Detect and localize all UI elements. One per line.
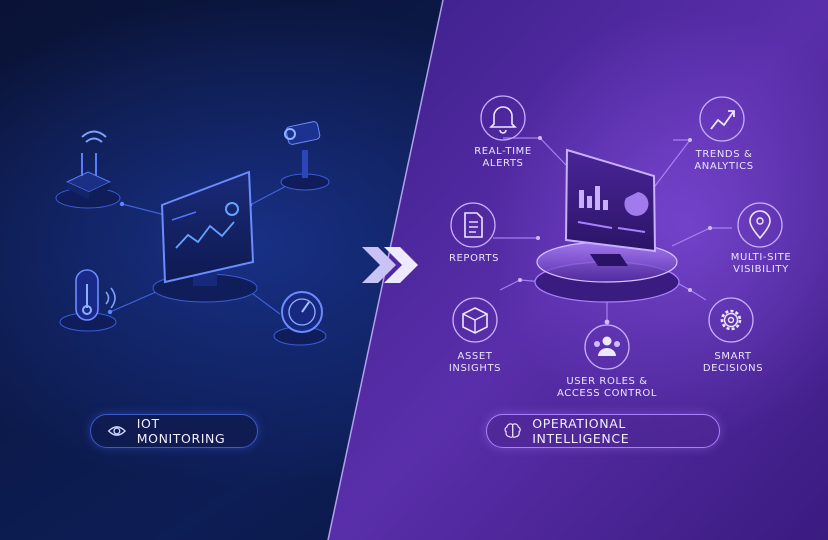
- feature-label-real-time-alerts: REAL-TIME ALERTS: [474, 146, 532, 169]
- feature-label-asset-insights: ASSET INSIGHTS: [448, 351, 502, 374]
- cube-icon: [452, 297, 498, 343]
- camera-icon: [280, 121, 330, 191]
- users-icon: [584, 324, 630, 370]
- trend-icon: [699, 96, 745, 142]
- feature-label-reports: REPORTS: [448, 253, 500, 264]
- gauge-icon: [273, 291, 327, 346]
- gear-icon: [708, 297, 754, 343]
- map-pin-icon: [737, 202, 783, 248]
- chevron-right-icon: [362, 247, 418, 283]
- brain-icon: [504, 423, 521, 438]
- feature-label-user-roles: USER ROLES & ACCESS CONTROL: [556, 376, 658, 399]
- feature-label-trends-analytics: TRENDS & ANALYTICS: [694, 149, 754, 172]
- iot-monitoring-label: IOT MONITORING: [136, 416, 226, 446]
- operational-intelligence-badge: OPERATIONAL INTELLIGENCE: [486, 414, 720, 448]
- dashboard-monitor-icon: [534, 148, 680, 303]
- monitor-icon: [152, 170, 258, 303]
- feature-label-smart-decisions: SMART DECISIONS: [702, 351, 764, 374]
- router-icon: [55, 130, 121, 209]
- document-icon: [450, 202, 496, 248]
- bell-icon: [480, 95, 526, 141]
- operational-intelligence-label: OPERATIONAL INTELLIGENCE: [532, 416, 630, 446]
- feature-label-multi-site-visibility: MULTI-SITE VISIBILITY: [730, 252, 792, 275]
- eye-icon: [107, 426, 127, 436]
- thermometer-icon: [59, 269, 117, 332]
- iot-monitoring-badge: IOT MONITORING: [90, 414, 258, 448]
